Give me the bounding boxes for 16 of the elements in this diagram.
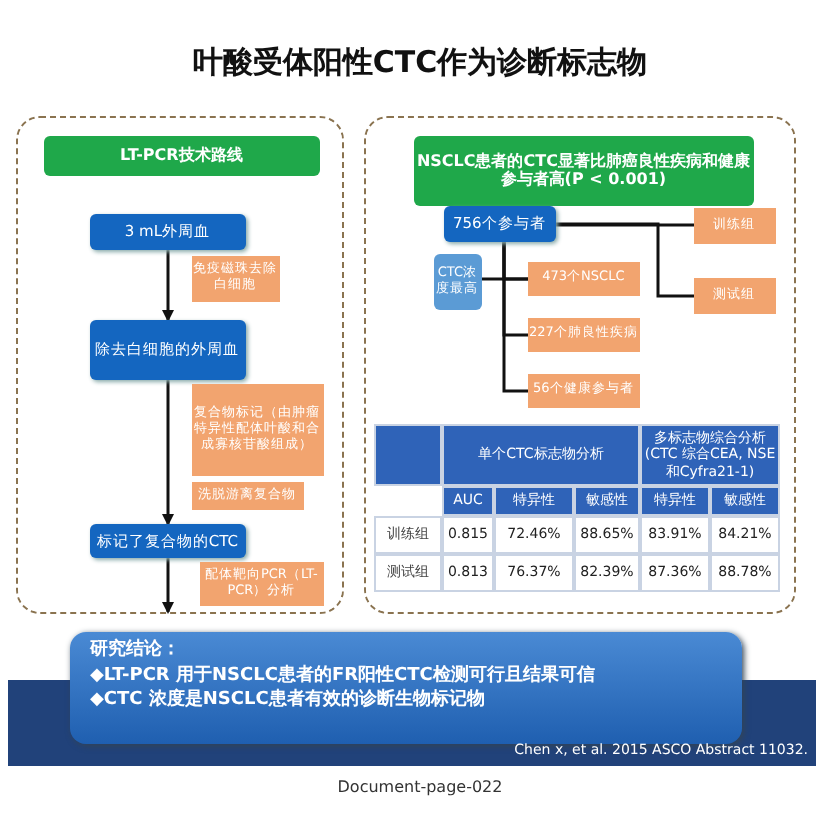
title: 叶酸受体阳性CTC作为诊断标志物 [192, 44, 648, 80]
connector-line [502, 242, 528, 393]
connector-line [482, 277, 528, 281]
arrow [162, 380, 174, 526]
heading: 研究结论： [90, 640, 182, 662]
caption: Document-page-022 [337, 778, 503, 796]
connector-line [556, 222, 694, 298]
conclusion-line: ◆LT-PCR 用于NSCLC患者的FR阳性CTC检测可行且结果可信 [90, 665, 597, 688]
arrow [162, 558, 174, 614]
header-bar: LT-PCR技术路线 [43, 135, 320, 176]
dashed-panel [16, 116, 344, 614]
connector-line [556, 223, 694, 227]
header-bar: NSCLC患者的CTC显著比肺癌良性疾病和健康参与者高(P < 0.001) [413, 135, 754, 206]
arrow [162, 250, 174, 322]
conclusion-line: ◆CTC 浓度是NSCLC患者有效的诊断生物标记物 [90, 689, 487, 711]
conclusion-box [70, 632, 742, 744]
